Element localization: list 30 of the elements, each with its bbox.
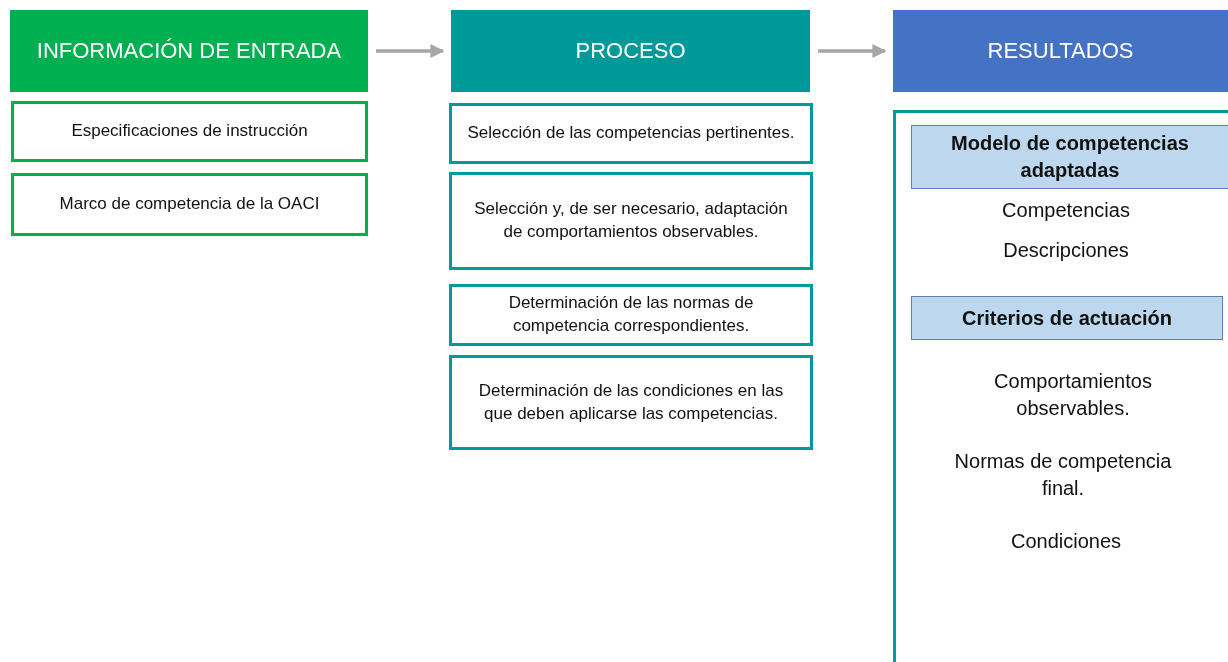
- node-label: Especificaciones de instrucción: [70, 120, 309, 143]
- node-label: Criterios de actuación: [960, 305, 1174, 331]
- process-box: [449, 355, 813, 450]
- node-label: RESULTADOS: [986, 37, 1135, 66]
- node-label: Modelo de competencias adaptadas: [950, 131, 1190, 183]
- section-heading-box: [911, 125, 1228, 189]
- result-item-text: Competencias: [1001, 198, 1131, 223]
- section-heading-box: [911, 296, 1223, 340]
- process-header: [451, 10, 810, 92]
- results-header: [893, 10, 1228, 92]
- input-box: [11, 173, 368, 236]
- arrow: [376, 44, 445, 58]
- result-item-text: Descripciones: [1002, 238, 1130, 263]
- results-panel: [893, 110, 1228, 662]
- input-box: [11, 101, 368, 162]
- result-item-text: Condiciones: [1009, 529, 1123, 554]
- node-label: PROCESO: [574, 37, 687, 66]
- node-label: Marco de competencia de la OACI: [58, 193, 321, 216]
- result-item-text: Normas de competencia final.: [953, 449, 1173, 501]
- process-box: [449, 172, 813, 270]
- node-label: Determinación de las condiciones en las que deben aplicarse las competencias.: [477, 379, 785, 425]
- node-label: Determinación de las normas de competencia correspondientes.: [507, 292, 755, 337]
- process-box: [449, 284, 813, 346]
- node-label: Selección de las competencias pertinentes.: [466, 122, 796, 145]
- node-label: Selección y, de ser necesario, adaptación de comportamientos observables.: [473, 198, 789, 243]
- input-header: [10, 10, 368, 92]
- node-label: INFORMACIÓN DE ENTRADA: [35, 37, 343, 66]
- arrow: [818, 44, 887, 58]
- result-item-text: Comportamientos observables.: [993, 369, 1153, 421]
- process-box: [449, 103, 813, 164]
